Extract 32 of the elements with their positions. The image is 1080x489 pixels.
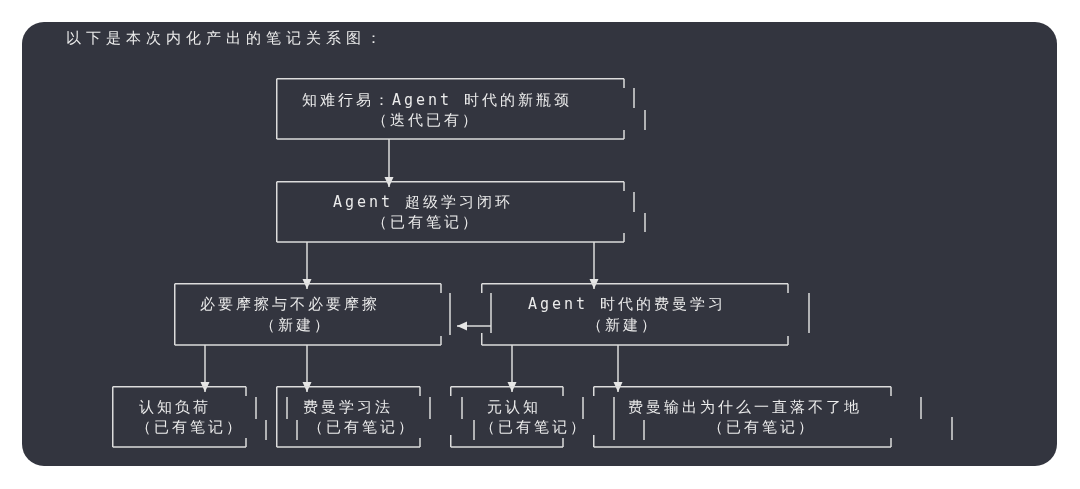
note-box <box>174 283 453 346</box>
note-status: （已有笔记） <box>136 417 244 437</box>
note-box <box>112 386 269 448</box>
arrow <box>507 344 517 393</box>
note-status: （新建） <box>587 315 659 335</box>
note-status: （已有笔记） <box>480 417 588 437</box>
note-title: 知难行易：Agent 时代的新瓶颈 <box>302 90 573 110</box>
note-title: 认知负荷 <box>139 397 211 417</box>
arrow <box>302 344 312 393</box>
note-title: Agent 时代的费曼学习 <box>528 294 727 314</box>
note-status: （已有笔记） <box>372 212 480 232</box>
note-status: （迭代已有） <box>372 110 480 130</box>
arrow <box>200 344 210 393</box>
note-title: 费曼输出为什么一直落不了地 <box>628 397 862 417</box>
note-box <box>593 386 955 448</box>
note-status: （已有笔记） <box>708 417 816 437</box>
arrow <box>384 138 394 188</box>
note-title: 费曼学习法 <box>303 397 393 417</box>
note-title: 必要摩擦与不必要摩擦 <box>200 294 380 314</box>
arrow <box>589 241 599 290</box>
note-title: Agent 超级学习闭环 <box>333 192 514 212</box>
note-status: （新建） <box>260 315 332 335</box>
note-status: （已有笔记） <box>308 417 416 437</box>
arrow <box>456 321 492 331</box>
note-box <box>276 78 648 140</box>
note-box <box>276 386 433 448</box>
note-box <box>481 283 812 346</box>
arrow <box>613 344 623 393</box>
note-box <box>276 181 648 243</box>
arrow <box>302 241 312 290</box>
diagram-title: 以下是本次内化产出的笔记关系图： <box>66 28 386 48</box>
note-title: 元认知 <box>487 397 541 417</box>
